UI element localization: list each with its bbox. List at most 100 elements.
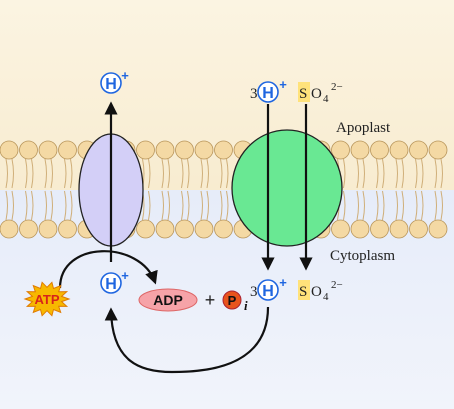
protons-cytoplasm-right: 3 H + xyxy=(250,275,287,301)
lipid-tail xyxy=(25,158,28,189)
lipid-tail xyxy=(226,158,229,189)
lipid-tail xyxy=(220,158,223,189)
lipid-head xyxy=(428,140,448,160)
lipid-tail xyxy=(421,190,424,221)
lipid-head xyxy=(214,219,233,239)
lipid-tail xyxy=(31,158,34,189)
proton-charge: + xyxy=(279,77,287,92)
lipid-head xyxy=(58,219,77,239)
lipid-head xyxy=(331,219,350,239)
lipid-head xyxy=(175,140,194,160)
lipid-tail xyxy=(181,158,184,189)
lipid-tail xyxy=(343,158,346,189)
sulfate-o: O xyxy=(311,86,322,102)
lipid-head xyxy=(409,219,428,239)
lipid-head xyxy=(194,140,214,160)
lipid-tail xyxy=(434,158,437,189)
sulfate-subscript: 4 xyxy=(323,93,329,105)
lipid-tail xyxy=(395,190,398,221)
lipid-tail xyxy=(415,190,418,221)
lipid-tail xyxy=(44,190,47,221)
lipid-tail xyxy=(181,190,184,221)
proton-charge: + xyxy=(121,68,129,83)
lipid-head xyxy=(214,140,233,160)
lipid-tail xyxy=(187,190,190,221)
proton-stoichiometry: 3 xyxy=(250,284,258,300)
lipid-head xyxy=(389,219,409,239)
lipid-tail xyxy=(362,158,365,189)
lipid-tail xyxy=(421,158,424,189)
lipid-tail xyxy=(11,190,14,221)
lipid-tail xyxy=(70,190,73,221)
atp-burst-shape xyxy=(23,281,71,317)
lipid-tail xyxy=(5,158,8,189)
lipid-tail xyxy=(50,158,53,189)
proton-stoichiometry: 3 xyxy=(250,86,258,102)
proton-apoplast-left: H + xyxy=(100,68,129,94)
sulfate-s: S xyxy=(299,284,307,300)
sulfate-cytoplasm: S O 4 2− xyxy=(298,279,343,303)
lipid-head xyxy=(58,140,77,160)
lipid-tail xyxy=(395,158,398,189)
lipid-tail xyxy=(440,190,443,221)
lipid-tail xyxy=(44,158,47,189)
lipid-head xyxy=(370,140,389,160)
lipid-tail xyxy=(401,190,404,221)
lipid-tail xyxy=(64,158,67,189)
lipid-tail xyxy=(200,158,203,189)
cytoplasm-label: Cytoplasm xyxy=(330,248,395,264)
lipid-tail xyxy=(167,158,170,189)
phosphate-subscript: i xyxy=(244,298,248,313)
lipid-tail xyxy=(206,158,209,189)
lipid-tail xyxy=(64,190,67,221)
lipid-head xyxy=(350,219,370,239)
sulfate-charge: 2− xyxy=(331,279,343,291)
lipid-tail xyxy=(343,190,346,221)
sulfate-subscript: 4 xyxy=(323,291,329,303)
lipid-head xyxy=(428,219,448,239)
lipid-head xyxy=(0,219,19,239)
lipid-head xyxy=(370,219,389,239)
lipid-tail xyxy=(434,190,437,221)
lipid-tail xyxy=(161,190,164,221)
sulfate-s: S xyxy=(299,86,307,102)
lipid-head xyxy=(0,140,19,160)
lipid-tail xyxy=(50,190,53,221)
proton-letter: H xyxy=(262,283,274,300)
protons-apoplast-right: 3 H + xyxy=(250,77,287,103)
lipid-head xyxy=(350,140,370,160)
lipid-tail xyxy=(25,190,28,221)
lipid-head xyxy=(409,140,428,160)
proton-charge: + xyxy=(279,275,287,290)
lipid-head xyxy=(194,219,214,239)
proton-letter: H xyxy=(262,85,274,102)
lipid-head xyxy=(155,140,175,160)
adp-label: ADP xyxy=(153,292,183,308)
lipid-tail xyxy=(70,158,73,189)
lipid-tail xyxy=(148,158,151,189)
lipid-tail xyxy=(415,158,418,189)
lipid-tail xyxy=(376,158,379,189)
lipid-head xyxy=(136,219,155,239)
lipid-head xyxy=(19,140,38,160)
proton-letter: H xyxy=(105,276,117,293)
lipid-tail xyxy=(31,190,34,221)
lipid-tail xyxy=(148,190,151,221)
lipid-head xyxy=(19,219,38,239)
sulfate-transporter xyxy=(231,129,343,247)
lipid-tail xyxy=(5,190,8,221)
lipid-tail xyxy=(220,190,223,221)
lipid-tail xyxy=(226,190,229,221)
lipid-head xyxy=(389,140,409,160)
lipid-tail xyxy=(11,158,14,189)
lipid-head xyxy=(136,140,155,160)
sulfate-o: O xyxy=(311,284,322,300)
lipid-tail xyxy=(187,158,190,189)
proton-recycle-arrow xyxy=(104,306,270,374)
lipid-tail xyxy=(356,158,359,189)
lipid-tail xyxy=(382,158,385,189)
sulfate-charge: 2− xyxy=(331,81,343,93)
lipid-tail xyxy=(382,190,385,221)
lipid-tail xyxy=(401,158,404,189)
